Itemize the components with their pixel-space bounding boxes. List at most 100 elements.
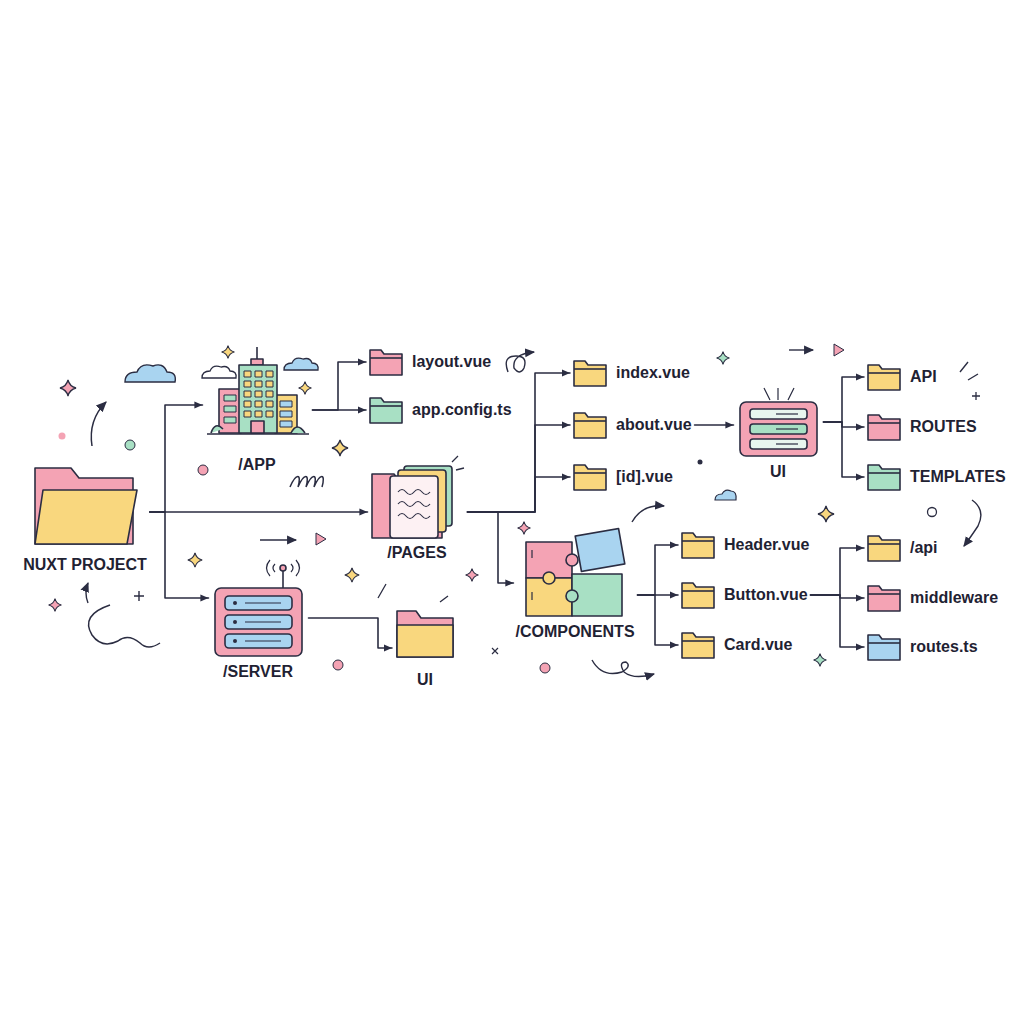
- folder-icon-part: [868, 365, 900, 390]
- folder-icon-part: [868, 642, 900, 644]
- uiserver-icon-part: [750, 409, 807, 419]
- file-node: about.vue: [572, 410, 692, 440]
- bigfolder-icon-part: [397, 625, 453, 657]
- folder-icon-part: [370, 405, 402, 407]
- folder-icon-part: [682, 640, 714, 642]
- building-icon-part: [280, 401, 292, 407]
- folder-icon-part: [868, 635, 900, 660]
- node-label: ROUTES: [910, 417, 977, 437]
- server-icon-part: [225, 615, 292, 629]
- puzzle-icon: [522, 530, 629, 618]
- decor-arrow: [964, 500, 981, 546]
- server-icon-part: [233, 620, 237, 624]
- folder-icon-part: [868, 372, 900, 374]
- server-icon-part: [282, 570, 284, 588]
- building-icon: [205, 345, 310, 440]
- docs-icon-part: [390, 476, 438, 538]
- folder-icon: [866, 583, 902, 613]
- connector-arrow: [824, 422, 865, 477]
- node-label: /APP: [238, 455, 275, 475]
- building-icon-part: [251, 359, 263, 365]
- building-icon-part: [239, 365, 277, 433]
- decor-arrow: [260, 539, 296, 540]
- folder-icon-part: [868, 586, 900, 611]
- bigfolder-icon: [394, 605, 456, 660]
- file-node: Header.vue: [680, 530, 809, 560]
- folder-group-node: UI: [394, 605, 456, 690]
- building-icon-part: [266, 391, 273, 397]
- cloud: [284, 358, 318, 370]
- docs-icon-part: [452, 456, 464, 470]
- node-label: index.vue: [616, 363, 690, 383]
- node-label: /SERVER: [223, 662, 293, 682]
- cloud: [202, 366, 236, 378]
- connector-arrow: [468, 373, 571, 512]
- folder-icon-part: [370, 398, 402, 423]
- cross-mark: [492, 648, 498, 654]
- folder-icon-part: [682, 533, 714, 558]
- folder-group-node: /APP: [205, 345, 310, 475]
- folder-icon-part: [682, 540, 714, 542]
- node-label: TEMPLATES: [910, 467, 1006, 487]
- folder-icon: [680, 630, 716, 660]
- uiserver-icon: [736, 388, 821, 458]
- node-label: NUXT PROJECT: [23, 555, 147, 575]
- connector-arrow: [150, 512, 209, 598]
- node-label: UI: [417, 670, 433, 690]
- sparkle: [814, 654, 827, 667]
- folder-icon-part: [682, 583, 714, 608]
- folder-icon: [572, 358, 608, 388]
- node-label: about.vue: [616, 415, 692, 435]
- connector-arrow: [824, 377, 865, 422]
- folder-icon-part: [868, 422, 900, 424]
- connector-arrow: [468, 477, 571, 512]
- uiserver-icon-part: [750, 439, 807, 449]
- node-label: UI: [770, 462, 786, 482]
- decor-arrow: [592, 660, 654, 677]
- node-label: API: [910, 367, 937, 387]
- uiserver-icon-part: [764, 388, 794, 400]
- building-icon-part: [255, 391, 262, 397]
- building-icon-part: [280, 411, 292, 417]
- project-icon-part: [35, 490, 137, 544]
- sparkle: [222, 346, 235, 359]
- node-label: [id].vue: [616, 467, 673, 487]
- folder-icon: [680, 530, 716, 560]
- folder-group-node: /PAGES: [370, 460, 465, 563]
- sparkle: [466, 569, 479, 582]
- folder-icon: [866, 362, 902, 392]
- building-icon-part: [244, 381, 251, 387]
- folder-icon-part: [682, 633, 714, 658]
- uiserver-icon-part: [740, 402, 817, 456]
- docs-icon-part: [372, 474, 442, 538]
- docs-icon-part: [398, 490, 430, 495]
- triangle-mark: [834, 344, 844, 356]
- uiserver-icon-part: [776, 428, 798, 429]
- connector-arrow: [150, 405, 203, 512]
- folder-group-node: NUXT PROJECT: [23, 462, 147, 575]
- building-icon-part: [251, 421, 264, 433]
- folder-icon: [572, 462, 608, 492]
- file-node: API: [866, 362, 937, 392]
- file-node: Card.vue: [680, 630, 792, 660]
- sparkle: [717, 352, 730, 365]
- server-icon: [211, 560, 306, 658]
- uiserver-icon-part: [776, 413, 798, 414]
- connector-arrow: [638, 545, 678, 595]
- bigfolder-icon-part: [397, 611, 453, 657]
- node-label: /api: [910, 538, 938, 558]
- building-icon-part: [266, 401, 273, 407]
- cloud: [715, 490, 736, 500]
- node-label: Button.vue: [724, 585, 808, 605]
- folder-icon-part: [682, 590, 714, 592]
- building-icon-part: [275, 395, 297, 433]
- puzzle-icon-part: [575, 528, 625, 571]
- folder-icon: [866, 533, 902, 563]
- spark-lines: [960, 362, 978, 380]
- folder-icon-part: [868, 415, 900, 440]
- folder-icon: [680, 580, 716, 610]
- server-icon-part: [245, 602, 281, 603]
- node-label: Card.vue: [724, 635, 792, 655]
